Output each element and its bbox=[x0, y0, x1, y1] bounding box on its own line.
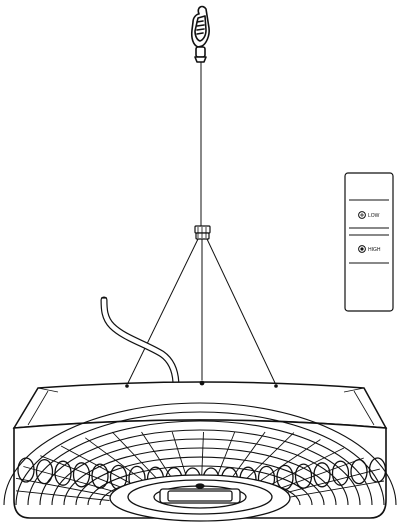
carabiner-hook bbox=[190, 5, 210, 63]
light-module bbox=[109, 474, 291, 522]
remote-button-high-label: HIGH bbox=[368, 247, 381, 253]
remote-button-high[interactable]: HIGH bbox=[358, 245, 381, 253]
cable-junction-connector bbox=[194, 225, 211, 240]
remote-control: LOW HIGH bbox=[344, 172, 394, 312]
remote-button-low-label: LOW bbox=[368, 213, 380, 219]
remote-button-low[interactable]: LOW bbox=[358, 211, 380, 219]
suspension-wires bbox=[126, 238, 277, 386]
